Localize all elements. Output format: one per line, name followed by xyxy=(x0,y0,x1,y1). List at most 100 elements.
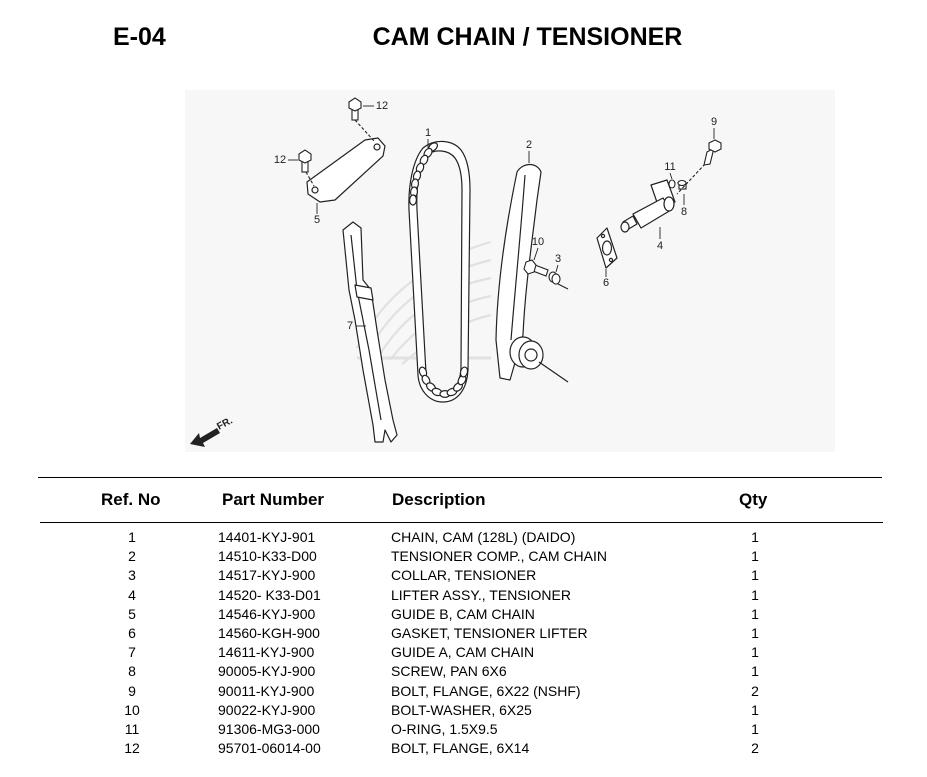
pan-screw xyxy=(677,179,687,190)
cell-description: GUIDE B, CAM CHAIN xyxy=(391,605,535,622)
cell-description: BOLT-WASHER, 6X25 xyxy=(391,701,532,718)
callout-7: 7 xyxy=(347,320,353,332)
callout-2: 2 xyxy=(526,139,532,151)
table-row: 5 14546-KYJ-900 GUIDE B, CAM CHAIN 1 xyxy=(0,605,927,624)
callout-1: 1 xyxy=(425,127,431,139)
cell-quantity: 2 xyxy=(751,740,759,757)
callout-5: 5 xyxy=(314,214,320,226)
table-row: 2 14510-K33-D00 TENSIONER COMP., CAM CHAIN… xyxy=(0,547,927,566)
tensioner-lifter-gasket xyxy=(596,227,618,269)
cell-part-number: 14520- K33-D01 xyxy=(218,586,321,603)
tensioner-lifter xyxy=(620,179,676,233)
table-row: 1 14401-KYJ-901 CHAIN, CAM (128L) (DAIDO) 1 xyxy=(0,528,927,547)
callout-leaders xyxy=(288,105,715,327)
cell-quantity: 1 xyxy=(751,721,759,737)
cell-part-number: 14611-KYJ-900 xyxy=(218,644,315,661)
cell-quantity: 1 xyxy=(751,644,759,661)
callout-12-left: 12 xyxy=(274,154,286,166)
callout-3: 3 xyxy=(555,253,561,265)
callout-10: 10 xyxy=(532,236,544,248)
cell-ref-number: 10 xyxy=(124,701,140,718)
cell-quantity: 1 xyxy=(751,625,759,641)
table-row: 11 91306-MG3-000 O-RING, 1.5X9.5 1 xyxy=(0,720,927,739)
cell-part-number: 14510-K33-D00 xyxy=(218,548,317,565)
table-row: 10 90022-KYJ-900 BOLT-WASHER, 6X25 1 xyxy=(0,701,927,720)
cell-quantity: 1 xyxy=(751,567,759,584)
cell-quantity: 1 xyxy=(751,663,759,680)
column-header-description: Description xyxy=(392,490,486,509)
cell-ref-number: 1 xyxy=(128,529,136,545)
table-row: 9 90011-KYJ-900 BOLT, FLANGE, 6X22 (NSHF) 2 xyxy=(0,682,927,701)
cell-part-number: 14517-KYJ-900 xyxy=(218,567,316,584)
callout-12-top: 12 xyxy=(376,100,388,112)
cell-ref-number: 6 xyxy=(128,625,136,641)
table-top-rule xyxy=(38,477,882,478)
cell-ref-number: 8 xyxy=(128,663,136,680)
cell-description: GASKET, TENSIONER LIFTER xyxy=(391,625,588,641)
flange-bolt-lifter xyxy=(676,139,722,195)
cell-ref-number: 7 xyxy=(128,644,136,661)
bolt-washer-and-collar xyxy=(523,259,569,290)
cell-description: SCREW, PAN 6X6 xyxy=(391,663,507,680)
callout-8: 8 xyxy=(681,206,687,218)
cell-description: GUIDE A, CAM CHAIN xyxy=(391,644,535,661)
cell-part-number: 90022-KYJ-900 xyxy=(218,701,316,718)
cell-part-number: 14546-KYJ-900 xyxy=(218,605,316,622)
front-label: FR. xyxy=(215,415,235,432)
column-header-ref: Ref. No xyxy=(101,490,161,509)
table-row: 8 90005-KYJ-900 SCREW, PAN 6X6 1 xyxy=(0,662,927,681)
cell-ref-number: 2 xyxy=(128,548,136,565)
cell-part-number: 14560-KGH-900 xyxy=(218,625,320,641)
table-row: 4 14520- K33-D01 LIFTER ASSY., TENSIONER 1 xyxy=(0,586,927,605)
cell-quantity: 1 xyxy=(751,529,759,545)
table-row: 3 14517-KYJ-900 COLLAR, TENSIONER 1 xyxy=(0,566,927,585)
front-arrow-icon xyxy=(190,428,220,447)
cell-description: BOLT, FLANGE, 6X14 xyxy=(391,740,530,757)
table-header-rule xyxy=(40,522,883,523)
cell-part-number: 14401-KYJ-901 xyxy=(218,529,316,545)
cell-quantity: 1 xyxy=(751,701,759,718)
table-row: 6 14560-KGH-900 GASKET, TENSIONER LIFTER 1 xyxy=(0,624,927,643)
cell-ref-number: 5 xyxy=(128,605,136,622)
cell-description: TENSIONER COMP., CAM CHAIN xyxy=(391,548,607,565)
cell-ref-number: 12 xyxy=(124,740,140,757)
callout-11: 11 xyxy=(664,161,675,173)
cell-quantity: 1 xyxy=(751,605,759,622)
o-ring xyxy=(668,179,676,189)
cell-ref-number: 3 xyxy=(128,567,136,584)
cam-chain-guide-a xyxy=(342,221,398,443)
flange-bolt-left xyxy=(298,149,315,187)
cell-ref-number: 11 xyxy=(124,721,140,737)
callout-6: 6 xyxy=(603,277,609,289)
parts-diagram-panel: 12 12 1 2 9 11 8 5 10 3 4 6 7 FR. xyxy=(185,90,835,452)
cell-part-number: 90005-KYJ-900 xyxy=(218,663,316,680)
cell-ref-number: 9 xyxy=(128,682,136,699)
small-hardware xyxy=(668,139,722,195)
cell-description: O-RING, 1.5X9.5 xyxy=(391,721,498,737)
cell-ref-number: 4 xyxy=(128,586,136,603)
column-header-qty: Qty xyxy=(739,490,768,509)
cell-part-number: 91306-MG3-000 xyxy=(218,721,320,737)
cell-quantity: 1 xyxy=(751,548,759,565)
cell-part-number: 95701-06014-00 xyxy=(218,740,321,757)
cam-chain-tensioner xyxy=(495,163,569,383)
cell-part-number: 90011-KYJ-900 xyxy=(218,682,315,699)
parts-diagram: 12 12 1 2 9 11 8 5 10 3 4 6 7 FR. xyxy=(190,97,722,447)
callout-4: 4 xyxy=(657,240,663,252)
page-title: CAM CHAIN / TENSIONER xyxy=(372,23,683,51)
cam-chain xyxy=(408,140,471,403)
cell-quantity: 1 xyxy=(751,586,759,603)
cell-description: LIFTER ASSY., TENSIONER xyxy=(391,586,571,603)
cell-quantity: 2 xyxy=(751,682,759,699)
callout-9: 9 xyxy=(711,116,717,128)
cam-chain-guide-b xyxy=(306,137,386,203)
table-row: 12 95701-06014-00 BOLT, FLANGE, 6X14 2 xyxy=(0,739,927,758)
cell-description: BOLT, FLANGE, 6X22 (NSHF) xyxy=(391,682,581,699)
cell-description: CHAIN, CAM (128L) (DAIDO) xyxy=(391,529,576,545)
flange-bolt-top xyxy=(348,97,376,143)
cell-description: COLLAR, TENSIONER xyxy=(391,567,537,584)
column-header-part-number: Part Number xyxy=(222,490,325,509)
section-code: E-04 xyxy=(113,23,166,51)
front-direction-indicator: FR. xyxy=(190,415,235,447)
table-row: 7 14611-KYJ-900 GUIDE A, CAM CHAIN 1 xyxy=(0,643,927,662)
